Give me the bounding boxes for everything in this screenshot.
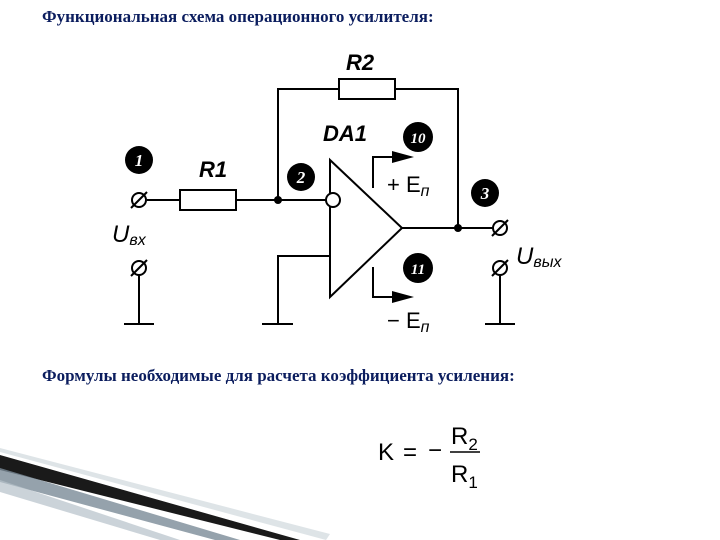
resistor-r1-label: R1 [199,157,227,182]
node-2-number: 2 [296,168,306,187]
formula-numerator: R2 [451,423,478,454]
input-voltage-label: Uвх [112,221,147,249]
neg-supply-arrow [392,291,414,303]
feedback-wire-right [395,88,459,228]
formula-lhs: K [378,439,394,466]
input-ground-terminal-slash [130,259,148,277]
decorative-sweep [0,448,330,540]
junction-node-2 [274,196,282,204]
node-3-marker [471,179,499,207]
output-voltage-label: Uвых [516,243,562,271]
resistor-r2 [338,78,396,100]
formula-denominator: R1 [451,461,478,492]
opamp-label: DA1 [323,121,367,146]
node-1-marker [125,146,153,174]
pos-supply-label: + Eп [387,172,430,200]
node-10-marker [403,122,433,152]
output-terminal-slash [491,219,509,237]
neg-supply-label: − Eп [387,308,430,336]
node-2-marker [287,163,315,191]
formula-minus: − [428,437,442,464]
pos-supply-arrow [392,151,414,163]
resistor-r1 [179,189,237,211]
output-ground-terminal-slash [491,259,509,277]
opamp-triangle [329,157,404,300]
node-1-number: 1 [135,151,144,170]
neg-supply-wire [372,267,404,298]
node-11-marker [403,253,433,283]
formula-heading: Формулы необходимые для расчета коэффици… [42,366,515,385]
output-junction [454,224,462,232]
noninverting-wire [277,255,330,324]
formula-equals: = [403,439,417,466]
feedback-wire-left [277,88,339,200]
inverting-input-circle [325,192,341,208]
node-11-number: 11 [411,262,425,278]
node-10-number: 10 [411,131,427,147]
input-terminal-slash [130,191,148,209]
resistor-r2-label: R2 [346,50,375,75]
node-3-number: 3 [480,184,490,203]
page-title: Функциональная схема операционного усили… [42,7,434,26]
